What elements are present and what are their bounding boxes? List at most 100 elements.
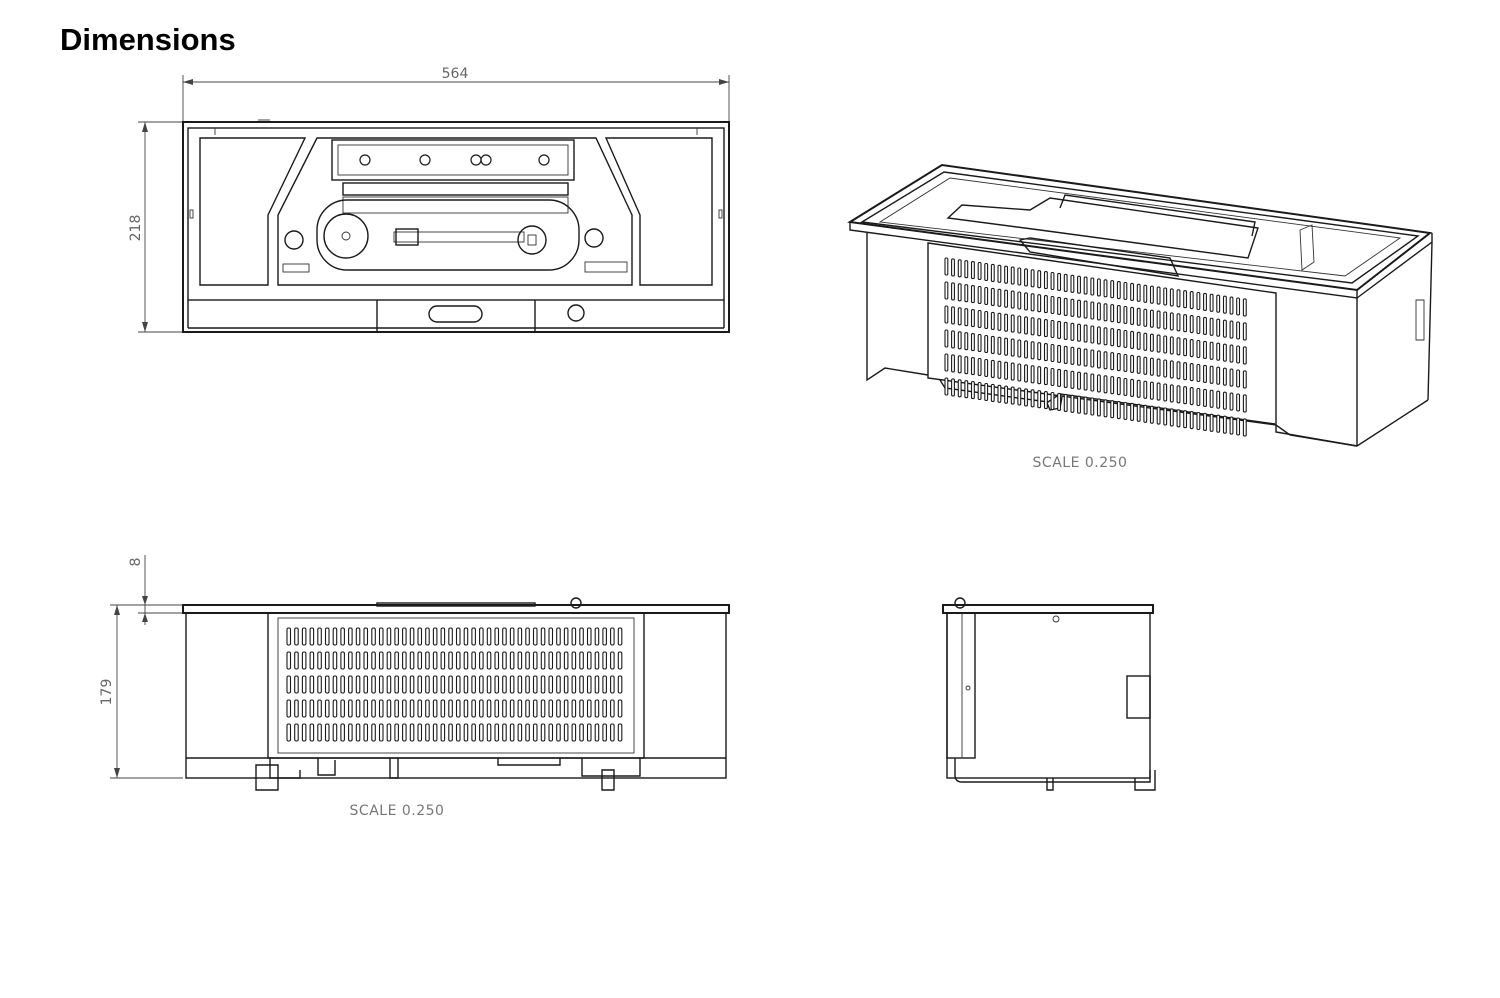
grille-slot: [517, 675, 523, 694]
grille-slot: [1183, 338, 1188, 357]
grille-slot: [984, 286, 989, 306]
grille-slot: [556, 699, 561, 718]
grille-slot: [1017, 315, 1022, 334]
grille-slot: [1096, 278, 1101, 297]
grille-slot: [455, 651, 461, 670]
grille-slot: [1103, 351, 1108, 370]
front-scale-label: SCALE 0.250: [350, 803, 445, 819]
grille-slot: [970, 261, 975, 280]
grille-slot: [355, 699, 361, 718]
grille-slot: [610, 627, 615, 646]
top-thickness-dimension: 8: [128, 555, 183, 625]
isometric-view: SCALE 0.250: [847, 163, 1433, 471]
grille-slot: [617, 699, 623, 718]
grille-slot: [386, 627, 392, 646]
grille-slot: [1163, 311, 1168, 330]
grille-slot: [957, 307, 962, 326]
grille-slot: [440, 675, 446, 694]
grille-slot: [355, 675, 361, 694]
grille-slot: [602, 723, 607, 742]
grille-slot: [1216, 294, 1221, 313]
grille-slot: [294, 651, 299, 670]
grille-slot: [1010, 338, 1015, 357]
grille-slot: [1037, 390, 1042, 409]
grille-slot: [1110, 400, 1115, 419]
grille-slot: [977, 333, 982, 353]
grille-slot: [571, 675, 577, 694]
grille-slot: [563, 627, 569, 646]
grille-slot: [579, 723, 584, 742]
grille-slot: [1209, 389, 1214, 408]
grille-slot: [1010, 362, 1015, 381]
grille-slot: [1123, 377, 1128, 397]
grille-slot: [532, 627, 538, 646]
grille-slot: [1017, 291, 1022, 310]
grille-slot: [1229, 392, 1234, 411]
grille-slot: [471, 699, 476, 718]
grille-slot: [1216, 342, 1221, 361]
grille-slot: [1236, 369, 1241, 388]
grille-slot: [571, 699, 577, 718]
grille-slot: [371, 651, 376, 670]
grille-slot: [1077, 347, 1081, 366]
grille-slot: [1183, 410, 1188, 429]
grille-slot: [509, 627, 515, 646]
grille-slot: [977, 357, 982, 377]
grille-slot: [1083, 372, 1088, 391]
grille-slot: [1017, 339, 1022, 358]
width-dimension-label: 564: [442, 66, 469, 82]
grille-slot: [1130, 306, 1135, 325]
grille-slot: [1130, 378, 1135, 397]
page-title: Dimensions: [60, 22, 236, 57]
grille-slot: [1143, 356, 1148, 375]
grille-slot: [409, 651, 415, 670]
grille-slot: [1242, 298, 1247, 317]
grille-slot: [1196, 387, 1201, 407]
grille-slot: [1083, 324, 1088, 343]
grille-slot: [990, 311, 995, 330]
grille-slot: [1090, 349, 1095, 368]
grille-slot: [440, 651, 446, 670]
grille-slot: [1183, 362, 1188, 381]
grille-slot: [471, 651, 476, 670]
grille-slot: [602, 651, 607, 670]
grille-slot: [440, 699, 446, 718]
grille-slot: [1136, 403, 1141, 422]
grille-slot: [301, 723, 307, 742]
grille-slot: [371, 699, 376, 718]
grille-slot: [548, 627, 554, 646]
grille-slot: [970, 357, 975, 376]
grille-slot: [1189, 363, 1194, 382]
grille-slot: [509, 651, 515, 670]
grille-slot: [1057, 320, 1062, 339]
grille-slot: [1043, 391, 1048, 410]
grille-slot: [479, 723, 484, 742]
grille-slot: [1017, 387, 1022, 406]
grille-slot: [363, 723, 369, 742]
grille-slot: [1242, 418, 1247, 437]
grille-slot: [1070, 394, 1075, 413]
grille-slot: [386, 699, 392, 718]
grille-slot: [324, 675, 330, 694]
grille-slot: [425, 723, 430, 742]
grille-slot: [317, 675, 322, 694]
grille-slot: [1096, 302, 1101, 321]
grille-slot: [479, 651, 484, 670]
grille-slot: [409, 675, 415, 694]
grille-slot: [586, 723, 592, 742]
grille-slot: [594, 651, 600, 670]
grille-slot: [455, 675, 461, 694]
grille-slot: [494, 723, 500, 742]
grille-slot: [1209, 365, 1214, 384]
grille-slot: [1130, 282, 1135, 301]
grille-slot: [579, 699, 584, 718]
grille-slot: [1017, 267, 1022, 286]
grille-slot: [324, 627, 330, 646]
grille-slot: [1024, 340, 1028, 359]
front-grille: [286, 627, 623, 742]
grille-slot: [1004, 289, 1009, 308]
grille-slot: [594, 675, 600, 694]
grille-slot: [1030, 269, 1035, 288]
grille-slot: [540, 651, 546, 670]
grille-slot: [1123, 401, 1128, 421]
